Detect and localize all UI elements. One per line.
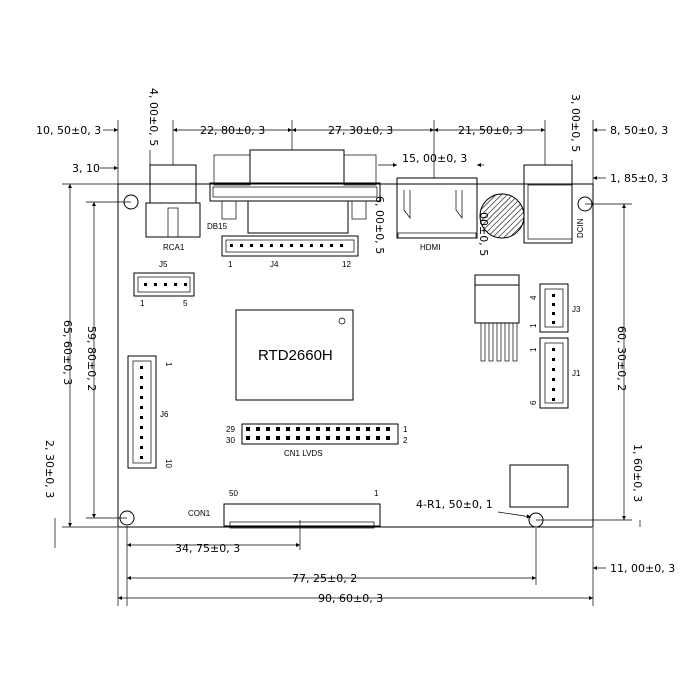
voltage-regulator — [474, 274, 520, 362]
dim-rca-to-db: 22, 80±0, 3 — [200, 124, 265, 137]
dim-hole-left-offset: 10, 50±0, 3 — [36, 124, 101, 137]
j4-pin-last: 12 — [342, 260, 351, 269]
lvds-pin-29: 29 — [226, 425, 235, 434]
j1-label: J1 — [572, 369, 581, 378]
j4-label: J4 — [270, 260, 279, 269]
dim-board-width: 90, 60±0, 3 — [318, 592, 383, 605]
con1-label: CON1 — [188, 509, 211, 518]
j3-pin-top: 4 — [529, 295, 538, 300]
chip-label: RTD2660H — [258, 347, 333, 364]
j3-connector: J3 4 1 — [529, 283, 581, 333]
j5-label: J5 — [159, 260, 168, 269]
j5-pin-first: 1 — [140, 299, 145, 308]
dim-right-gap: 11, 00±0, 3 — [610, 562, 675, 575]
j1-pin-bottom: 6 — [529, 400, 538, 405]
dim-left-bottom: 2, 30±0, 3 — [43, 440, 56, 498]
db15-label: DB15 — [207, 222, 228, 231]
j6-connector: J6 1 10 — [127, 355, 173, 469]
dim-hdmi-depth: 00±0, 5 — [477, 212, 490, 256]
main-chip: RTD2660H — [235, 309, 354, 401]
db15-connector: DB15 — [207, 149, 381, 234]
lvds-pin-2: 2 — [403, 436, 408, 445]
dim-board-height: 65, 60±0, 3 — [61, 320, 74, 385]
dcin-label: DCIN — [576, 218, 585, 238]
hdmi-connector: HDMI — [396, 177, 478, 252]
j1-connector: J1 1 6 — [529, 337, 581, 409]
rca-label: RCA1 — [163, 243, 185, 252]
j4-connector: 1 J4 12 — [221, 235, 359, 269]
j1-pin-top: 1 — [529, 347, 538, 352]
j3-label: J3 — [572, 305, 581, 314]
rca-connector: RCA1 — [145, 164, 201, 252]
mounting-holes — [119, 194, 593, 528]
dim-right-bottom: 1, 60±0, 3 — [631, 444, 644, 502]
dim-right-small: 1, 85±0, 3 — [610, 172, 668, 185]
dim-hole-span: 77, 25±0, 2 — [292, 572, 357, 585]
hdmi-label: HDMI — [420, 243, 440, 252]
dim-hole-vertical: 59, 80±0, 2 — [85, 326, 98, 391]
j3-pin-bottom: 1 — [529, 323, 538, 328]
j5-connector: J5 1 5 — [133, 260, 195, 308]
j5-pin-last: 5 — [183, 299, 188, 308]
board-outline — [117, 183, 594, 528]
lvds-header: 29 30 1 2 CN1 LVDS — [226, 423, 408, 458]
dim-hdmi-width: 15, 00±0, 3 — [402, 152, 467, 165]
lvds-label: CN1 LVDS — [284, 449, 323, 458]
dim-hdmi-to-dc: 21, 50±0, 3 — [458, 124, 523, 137]
dim-right-vertical: 60, 30±0, 2 — [615, 326, 628, 391]
dim-db-to-hdmi: 27, 30±0, 3 — [328, 124, 393, 137]
dim-right-offset-top: 8, 50±0, 3 — [610, 124, 668, 137]
dim-left-small: 3, 10 — [72, 162, 100, 175]
dim-db-depth: 6, 00±0, 5 — [373, 196, 386, 254]
j4-pins — [230, 244, 343, 247]
small-switch — [509, 464, 569, 508]
lvds-pins — [246, 427, 390, 440]
lvds-pin-30: 30 — [226, 436, 235, 445]
dim-dc-height: 3, 00±0, 5 — [569, 94, 582, 152]
j6-label: J6 — [160, 410, 169, 419]
j6-pin-top: 1 — [164, 362, 173, 367]
dim-hole-radius: 4-R1, 50±0, 1 — [416, 498, 493, 511]
dc-jack: DCIN — [523, 164, 585, 244]
dim-con1-offset: 34, 75±0, 3 — [175, 542, 240, 555]
con1-pin-left: 50 — [229, 489, 238, 498]
dim-hole-top-offset: 4, 00±0, 5 — [147, 88, 160, 146]
con1-pin-right: 1 — [374, 489, 379, 498]
j6-pin-bottom: 10 — [164, 459, 173, 468]
con1-connector: CON1 50 1 — [188, 489, 381, 529]
j4-pin-first: 1 — [228, 260, 233, 269]
lvds-pin-1: 1 — [403, 425, 408, 434]
